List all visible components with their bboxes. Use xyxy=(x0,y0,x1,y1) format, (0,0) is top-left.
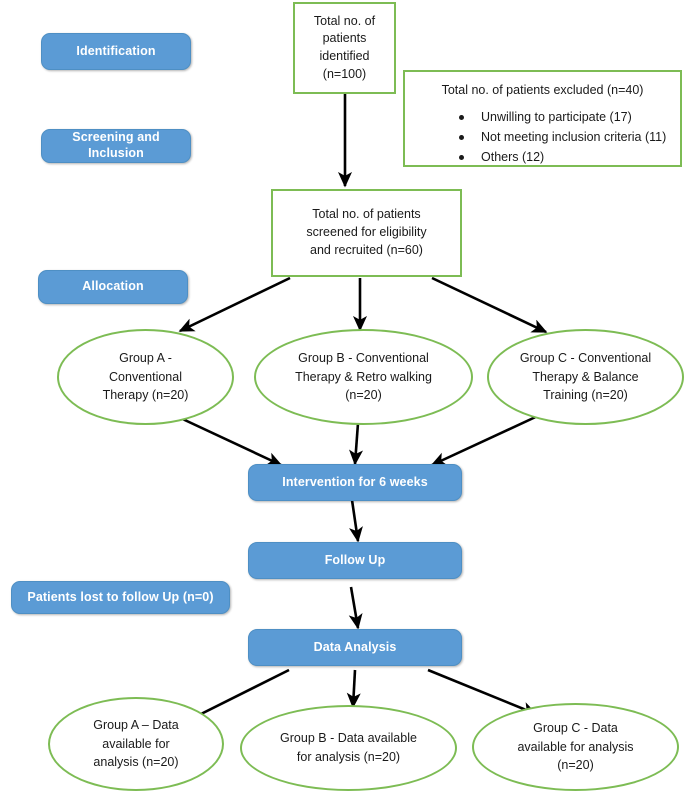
bullet-icon xyxy=(459,155,464,161)
edge-analysis-to-group-c xyxy=(427,668,538,716)
box-line: (n=100) xyxy=(322,66,367,81)
ellipse-line: Training (n=20) xyxy=(543,388,628,403)
ellipse-line: Group A – Data xyxy=(93,717,179,732)
step-data-analysis[interactable]: Data Analysis xyxy=(248,629,462,666)
edge-group-b-to-intervention xyxy=(349,422,364,466)
edge-followup-to-data-analysis xyxy=(348,586,363,630)
stage-label-screening-inclusion: Screening and Inclusion xyxy=(72,130,160,160)
stage-pill-allocation[interactable]: Allocation xyxy=(38,270,188,304)
ellipse-line: Conventional xyxy=(109,369,182,384)
stage-pill-lost-to-followup[interactable]: Patients lost to follow Up (n=0) xyxy=(11,581,230,614)
ellipse-group-c-analysis[interactable]: Group C - Data available for analysis (n… xyxy=(472,703,679,791)
box-line: patients xyxy=(322,31,367,46)
ellipse-group-c-allocation-text: Group C - Conventional Therapy & Balance… xyxy=(508,349,663,405)
excluded-reason-text: Others (12) xyxy=(481,150,545,165)
ellipse-line: analysis (n=20) xyxy=(93,755,179,770)
excluded-reason-list: Unwilling to participate (17) Not meetin… xyxy=(413,107,672,168)
box-line: and recruited (n=60) xyxy=(310,242,423,257)
ellipse-line: (n=20) xyxy=(557,758,594,773)
step-label-follow-up: Follow Up xyxy=(324,552,386,567)
box-total-identified-text: Total no. of patients identified (n=100) xyxy=(310,11,379,86)
box-patients-excluded[interactable]: Total no. of patients excluded (n=40) Un… xyxy=(403,70,682,167)
stage-pill-screening-inclusion[interactable]: Screening and Inclusion xyxy=(41,129,191,163)
stage-pill-identification[interactable]: Identification xyxy=(41,33,191,70)
ellipse-group-c-allocation[interactable]: Group C - Conventional Therapy & Balance… xyxy=(487,329,684,425)
stage-label-allocation: Allocation xyxy=(82,279,144,294)
edge-group-c-to-intervention xyxy=(430,412,543,467)
excluded-reason-text: Unwilling to participate (17) xyxy=(481,109,632,124)
edge-group-a-to-intervention xyxy=(173,413,283,467)
ellipse-line: Therapy (n=20) xyxy=(102,388,189,403)
excluded-title: Total no. of patients excluded (n=40) xyxy=(441,83,644,97)
bullet-icon xyxy=(459,135,464,140)
step-follow-up[interactable]: Follow Up xyxy=(248,542,462,579)
step-label-data-analysis: Data Analysis xyxy=(313,639,397,654)
ellipse-line: Group C - Conventional xyxy=(519,350,652,365)
ellipse-group-b-allocation-text: Group B - Conventional Therapy & Retro w… xyxy=(283,349,444,405)
stage-label-identification: Identification xyxy=(76,43,156,58)
ellipse-line: Group B - Data available xyxy=(280,731,417,746)
excluded-reason-text: Not meeting inclusion criteria (11) xyxy=(481,130,667,144)
ellipse-line: Group A - xyxy=(119,350,172,365)
ellipse-group-b-analysis-text: Group B - Data available for analysis (n… xyxy=(268,729,429,767)
step-intervention[interactable]: Intervention for 6 weeks xyxy=(248,464,462,501)
box-line: identified xyxy=(319,49,370,63)
ellipse-group-a-allocation[interactable]: Group A - Conventional Therapy (n=20) xyxy=(57,329,234,425)
edge-intervention-to-followup xyxy=(349,499,363,543)
ellipse-group-c-analysis-text: Group C - Data available for analysis (n… xyxy=(505,719,645,775)
box-screened-recruited[interactable]: Total no. of patients screened for eligi… xyxy=(271,189,462,277)
edge-analysis-to-group-b xyxy=(346,669,361,709)
ellipse-line: Group B - Conventional xyxy=(298,350,429,365)
edge-screened-to-group-c xyxy=(431,276,548,334)
ellipse-group-a-analysis[interactable]: Group A – Data available for analysis (n… xyxy=(48,697,224,791)
ellipse-group-a-allocation-text: Group A - Conventional Therapy (n=20) xyxy=(91,349,201,405)
box-line: Total no. of patients xyxy=(312,207,421,222)
ellipse-line: for analysis (n=20) xyxy=(296,750,401,764)
ellipse-line: Therapy & Retro walking xyxy=(295,369,432,384)
ellipse-line: available for xyxy=(102,736,170,751)
stage-label-lost-to-followup: Patients lost to follow Up (n=0) xyxy=(27,589,214,604)
box-total-identified[interactable]: Total no. of patients identified (n=100) xyxy=(293,2,396,94)
step-label-intervention: Intervention for 6 weeks xyxy=(282,474,428,489)
ellipse-group-a-analysis-text: Group A – Data available for analysis (n… xyxy=(81,716,190,772)
ellipse-group-b-allocation[interactable]: Group B - Conventional Therapy & Retro w… xyxy=(254,329,473,425)
ellipse-line: Therapy & Balance xyxy=(532,369,639,384)
excluded-reason-item: Unwilling to participate (17) xyxy=(459,107,672,127)
box-screened-recruited-text: Total no. of patients screened for eligi… xyxy=(302,204,430,261)
box-line: Total no. of xyxy=(313,13,376,28)
bullet-icon xyxy=(459,114,464,120)
ellipse-line: (n=20) xyxy=(345,388,382,403)
excluded-reason-item: Others (12) xyxy=(459,147,672,167)
ellipse-line: Group C - Data xyxy=(533,720,618,735)
ellipse-line: available for analysis xyxy=(517,739,634,754)
ellipse-group-b-analysis[interactable]: Group B - Data available for analysis (n… xyxy=(240,705,457,791)
box-line: screened for eligibility xyxy=(306,225,427,240)
excluded-reason-item: Not meeting inclusion criteria (11) xyxy=(459,127,672,147)
edge-screened-to-group-a xyxy=(178,276,291,333)
